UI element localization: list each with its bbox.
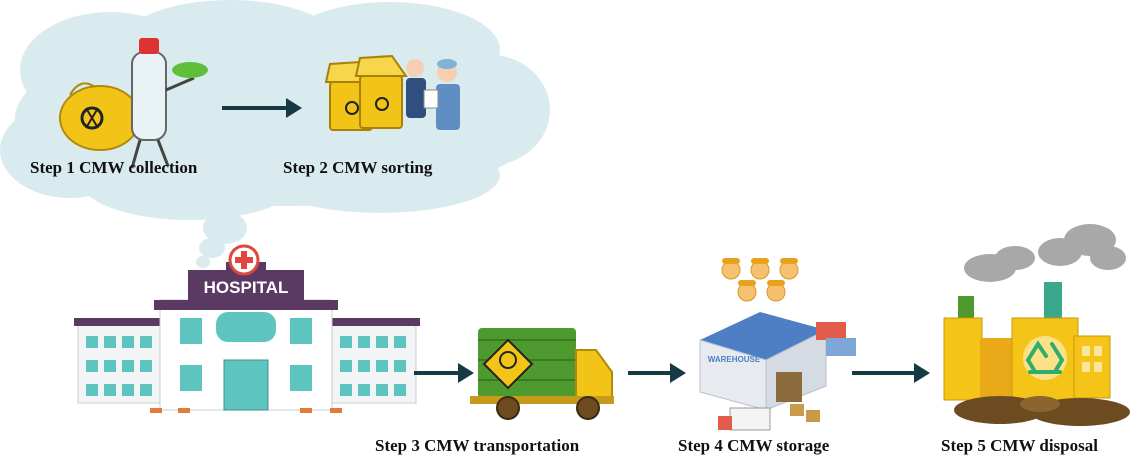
arrow-step1-to-step2 xyxy=(222,98,302,118)
bottle-character-icon xyxy=(130,38,208,169)
step2-label: Step 2 CMW sorting xyxy=(283,158,433,177)
smoke-icon xyxy=(964,224,1126,282)
hospital-icon: HOSPITAL xyxy=(74,244,420,413)
step1-label: Step 1 CMW collection xyxy=(30,158,198,177)
health-worker-icon xyxy=(406,59,460,130)
arrow-truck-to-step4 xyxy=(628,363,686,383)
arrow-step3-to-truck xyxy=(414,363,474,383)
factory-icon xyxy=(943,282,1130,426)
biohazard-truck-icon xyxy=(470,328,614,420)
warehouse-sign-text: WAREHOUSE xyxy=(708,355,761,364)
yellow-bins-icon xyxy=(324,54,408,131)
arrow-step4-to-step5 xyxy=(852,363,930,383)
medical-waste-bag-icon xyxy=(59,82,141,151)
hospital-sign-text: HOSPITAL xyxy=(204,278,289,297)
worker-heads-icon xyxy=(721,258,799,302)
warehouse-icon: WAREHOUSE xyxy=(699,312,856,431)
recycle-icon xyxy=(1023,336,1067,380)
step4-label: Step 4 CMW storage xyxy=(678,436,830,455)
step3-label: Step 3 CMW transportation xyxy=(375,436,580,455)
step5-label: Step 5 CMW disposal xyxy=(941,436,1098,455)
